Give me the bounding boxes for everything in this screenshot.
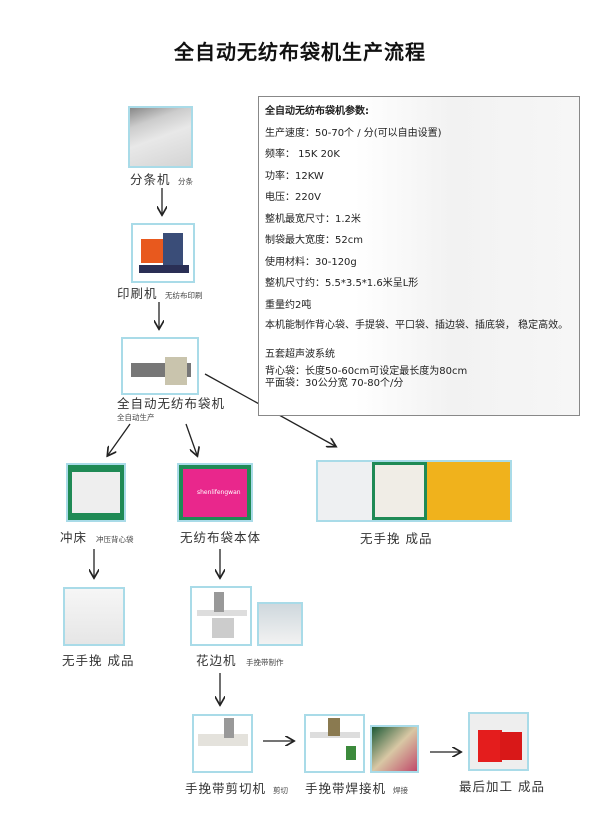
lace-note: 手挽带制作 [246,658,284,667]
arrow-bagmachine-bagbody [185,423,197,455]
cutter-note: 剪切 [273,786,288,795]
final-product-image [468,712,529,771]
slitter-note: 分条 [178,177,193,186]
bag-machine-label: 全自动无纺布袋机 [117,396,226,411]
final-label: 最后加工 成品 [459,779,545,794]
products-left-label: 无手挽 成品 [62,653,135,668]
param-flat-bag: 平面袋：30公分宽 70-80个/分 [265,377,404,389]
param-power: 功率：12KW [265,170,324,182]
slitter-label: 分条机 [130,172,171,187]
param-bag-width: 制袋最大宽度：52cm [265,235,363,246]
cutter-label: 手挽带剪切机 [185,781,267,796]
punch-press-image [66,463,126,522]
arrow-bagmachine-punch [108,423,131,455]
welding-photo [370,725,419,773]
param-size: 整机尺寸约：5.5*3.5*1.6米呈L形 [265,278,419,289]
param-max-width: 整机最宽尺寸：1.2米 [265,213,361,225]
slitter-machine-image [128,106,193,168]
bag-making-machine-image [121,337,199,395]
lace-label: 花边机 [196,653,237,668]
welder-label: 手挽带焊接机 [305,781,387,796]
printer-label: 印刷机 [117,286,158,301]
param-vest-bag: 背心袋：长度50-60cm可设定最长度为80cm [265,365,468,377]
param-weight: 重量约2吨 [265,299,312,311]
params-heading: 全自动无纺布袋机参数: [265,106,369,117]
bag-body-label: 无纺布袋本体 [180,530,262,545]
page-title: 全自动无纺布袋机生产流程 [174,40,426,64]
param-material: 使用材料：30-120g [265,256,357,268]
products-top-label: 无手挽 成品 [360,531,433,546]
bag-body-image: shenlifengwan [177,463,253,522]
printing-machine-image [131,223,195,283]
handle-making-photo [257,602,303,646]
punch-note: 冲压背心袋 [96,535,134,544]
bag-machine-note: 全自动生产 [117,413,155,422]
param-frequency: 频率： 15K 20K [265,149,340,160]
param-speed: 生产速度：50-70个 / 分(可以自由设置) [265,127,442,139]
vest-bag-products-image [63,587,125,646]
param-capability: 本机能制作背心袋、手提袋、平口袋、插边袋、插底袋， 稳定高效。 [265,320,569,331]
handle-welder-image [304,714,365,773]
welder-note: 焊接 [393,786,408,795]
handle-cutter-image [192,714,253,773]
finished-products-image [316,460,512,522]
bag-print-text: shenlifengwan [183,469,247,517]
lace-machine-image [190,586,252,646]
param-voltage: 电压：220V [265,192,321,203]
printer-note: 无纺布印刷 [165,291,203,300]
parameters-box: 全自动无纺布袋机参数: 生产速度：50-70个 / 分(可以自由设置) 频率： … [258,96,580,416]
punch-label: 冲床 [60,530,88,545]
param-ultrasonic: 五套超声波系统 [265,349,335,360]
